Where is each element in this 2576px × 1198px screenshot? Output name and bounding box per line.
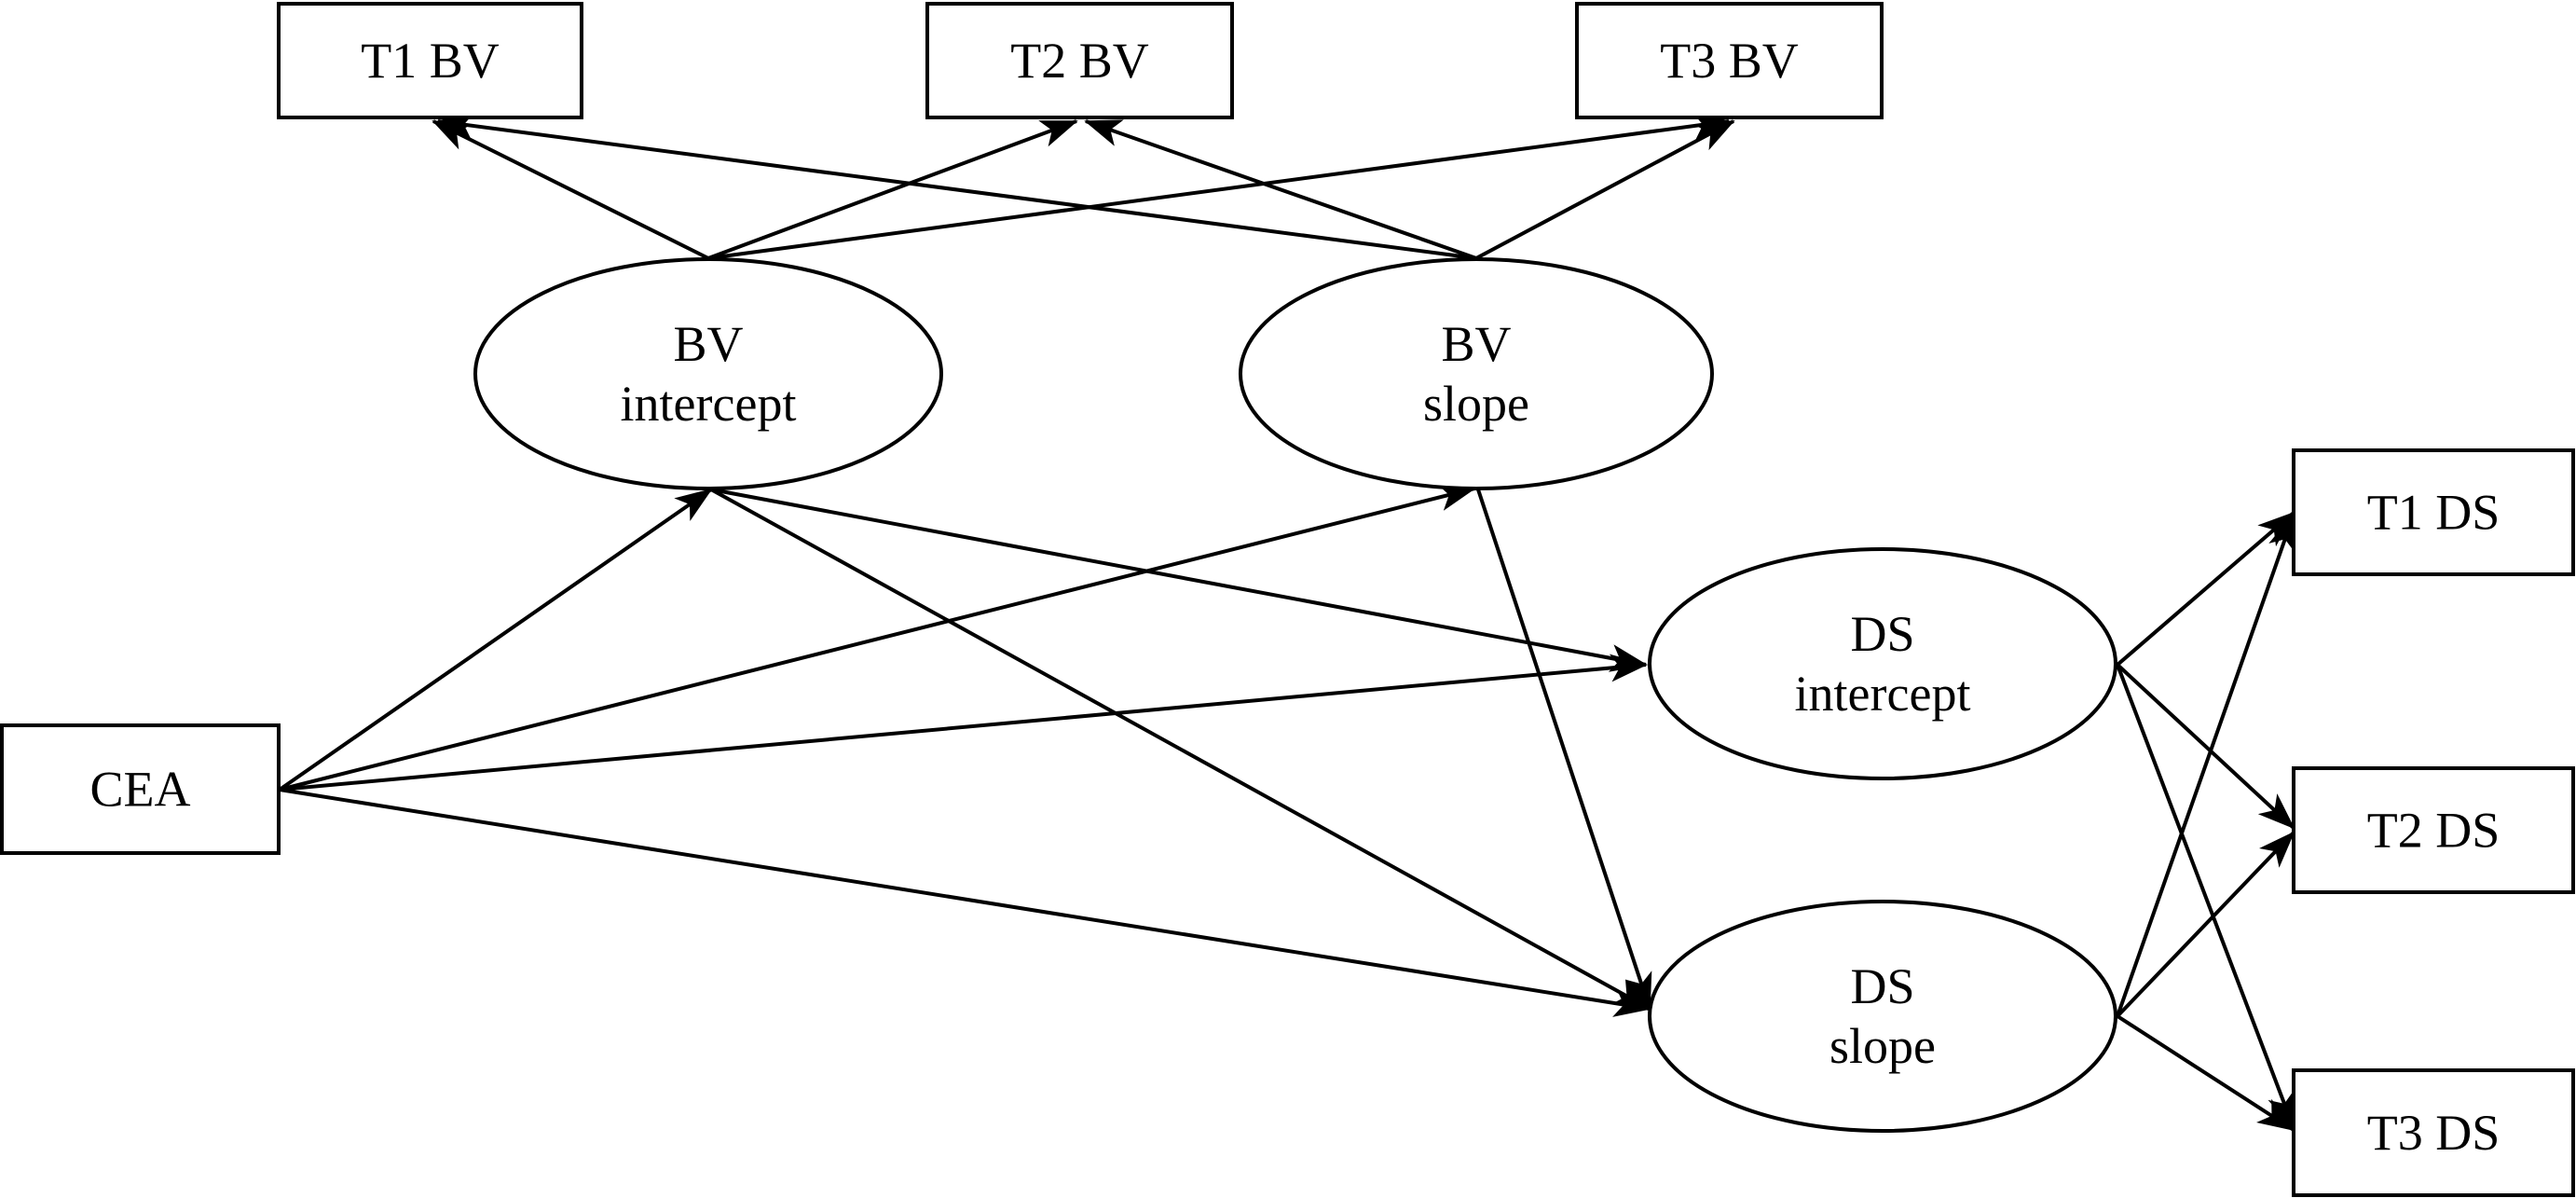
node-t3bv: T3 BV: [1575, 2, 1884, 119]
latent-variable-ellipse: [1648, 547, 2117, 780]
observed-variable-box: [2292, 448, 2575, 576]
arrow-bvi-to-dsi: [710, 488, 1648, 672]
observed-variable-box: [0, 723, 281, 855]
observed-variable-box: [2292, 1068, 2575, 1197]
node-label: T2 DS: [2367, 803, 2501, 859]
arrow-bvi-to-t3bv: [707, 112, 1731, 260]
node-label: T2 BV: [1010, 33, 1149, 89]
node-t3ds: T3 DS: [2292, 1068, 2575, 1197]
arrow-bvs-to-dss: [1476, 489, 1652, 1011]
arrow-bvs-to-t3bv: [1475, 119, 1735, 260]
observed-variable-box: [1575, 2, 1884, 119]
observed-variable-box: [2292, 766, 2575, 894]
node-t1ds: T1 DS: [2292, 448, 2575, 576]
arrow-bvi-to-t2bv: [707, 119, 1078, 260]
node-cea: CEA: [0, 723, 281, 855]
node-label: T1 DS: [2367, 485, 2501, 541]
node-label: DS: [1850, 958, 1914, 1014]
node-label: slope: [1829, 1018, 1936, 1074]
arrow-dsi-to-t1ds: [2116, 511, 2295, 667]
node-t2ds: T2 DS: [2292, 766, 2575, 894]
arrow-dsi-to-t2ds: [2116, 663, 2295, 830]
arrow-bvi-to-t1bv: [432, 119, 709, 260]
node-label: T3 BV: [1660, 33, 1799, 89]
observed-variable-box: [925, 2, 1234, 119]
latent-variable-ellipse: [1648, 900, 2117, 1133]
node-label: slope: [1423, 376, 1529, 432]
node-label: T3 DS: [2367, 1105, 2501, 1161]
node-label: T1 BV: [361, 33, 500, 89]
edges-layer: [278, 112, 2295, 1132]
node-label: DS: [1850, 606, 1914, 662]
arrow-cea-to-bvs: [279, 483, 1476, 792]
node-label: BV: [673, 316, 743, 372]
node-label: intercept: [621, 376, 797, 432]
node-label: CEA: [90, 762, 191, 818]
arrow-cea-to-bvi: [278, 488, 713, 792]
arrow-bvs-to-t1bv: [436, 112, 1477, 260]
arrow-dss-to-t3ds: [2116, 1014, 2295, 1132]
arrow-cea-to-dsi: [279, 654, 1648, 792]
observed-variable-box: [277, 2, 583, 119]
arrow-bvi-to-dss: [710, 488, 1651, 1011]
arrow-bvs-to-t2bv: [1084, 119, 1477, 260]
node-label: intercept: [1795, 666, 1971, 722]
latent-variable-ellipse: [1239, 257, 1714, 490]
arrow-cea-to-dss: [279, 788, 1651, 1017]
arrow-dsi-to-t3ds: [2116, 664, 2295, 1130]
latent-variable-ellipse: [473, 257, 943, 490]
arrow-dss-to-t1ds: [2116, 513, 2295, 1017]
node-t2bv: T2 BV: [925, 2, 1234, 119]
node-t1bv: T1 BV: [277, 2, 583, 119]
node-label: BV: [1441, 316, 1511, 372]
arrow-dss-to-t2ds: [2116, 831, 2295, 1018]
